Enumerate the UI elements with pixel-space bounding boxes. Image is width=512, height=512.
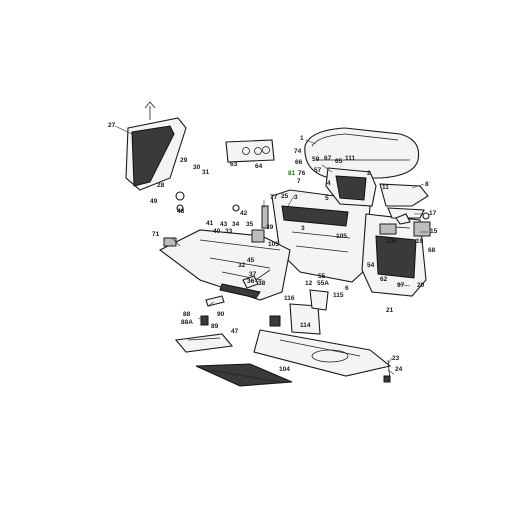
callout-66: 66	[295, 159, 303, 166]
pedal-linkage	[242, 269, 271, 289]
callout-54: 54	[367, 262, 375, 269]
callout-15: 15	[430, 228, 438, 235]
callout-88a: 88A	[181, 319, 193, 326]
callout-11: 11	[382, 184, 389, 191]
callout-81-highlighted: 81	[288, 170, 296, 177]
callout-12: 12	[305, 280, 313, 287]
callout-68: 68	[428, 247, 436, 254]
callout-49: 49	[150, 198, 158, 205]
floor-mat	[195, 363, 293, 387]
callout-57: 57	[314, 167, 322, 174]
callout-106: 106	[386, 238, 397, 245]
callout-105b: 105	[336, 233, 347, 240]
mount-bracket	[269, 289, 329, 335]
battery-plate	[174, 333, 234, 353]
callout-21: 21	[386, 307, 394, 314]
callout-labels: 1 2 3 3 4 5 6 7 8 11 12 15 17 19 20 21 2…	[108, 122, 438, 373]
callout-25: 25	[281, 193, 289, 200]
callout-39: 39	[266, 224, 274, 231]
callout-33: 33	[225, 228, 233, 235]
callout-38: 38	[258, 280, 266, 287]
callout-88: 88	[183, 311, 191, 318]
callout-4: 4	[327, 180, 331, 187]
callout-23: 23	[392, 355, 400, 362]
callout-77: 77	[270, 194, 278, 201]
callout-3b: 3	[301, 225, 305, 232]
callout-111: 111	[345, 155, 356, 162]
frame-plate	[253, 329, 392, 381]
callout-41: 41	[206, 220, 214, 227]
leader-lines	[114, 125, 428, 375]
callout-6: 6	[345, 285, 349, 292]
callout-35: 35	[246, 221, 254, 228]
callout-47: 47	[231, 328, 239, 335]
callout-105: 105	[268, 241, 279, 248]
callout-74: 74	[294, 148, 302, 155]
callout-28: 28	[157, 182, 165, 189]
callout-30: 30	[193, 164, 201, 171]
callout-59: 59	[312, 156, 320, 163]
callout-55a: 55A	[317, 280, 329, 287]
callout-48: 48	[177, 208, 185, 215]
callout-63: 63	[230, 161, 238, 168]
callout-20: 20	[417, 282, 425, 289]
callout-116: 116	[284, 295, 295, 302]
callout-97: 97	[397, 282, 405, 289]
callout-27: 27	[108, 122, 116, 129]
seat-support	[325, 167, 429, 219]
callout-71: 71	[152, 231, 160, 238]
callout-31: 31	[202, 169, 210, 176]
callout-55: 55	[318, 273, 326, 280]
callout-17: 17	[429, 210, 437, 217]
bracket-plate	[225, 139, 275, 163]
callout-7: 7	[297, 178, 301, 185]
callout-32: 32	[238, 262, 246, 269]
callout-19: 19	[416, 238, 424, 245]
callout-2: 2	[367, 170, 371, 177]
callout-114: 114	[300, 322, 311, 329]
hardware-parts	[163, 191, 430, 383]
callout-104: 104	[279, 366, 290, 373]
callout-1: 1	[300, 135, 304, 142]
callout-43: 43	[220, 221, 228, 228]
callout-8: 8	[425, 181, 429, 188]
callout-42: 42	[240, 210, 248, 217]
callout-89: 89	[211, 323, 219, 330]
callout-29: 29	[180, 157, 188, 164]
callout-34: 34	[232, 221, 240, 228]
callout-24: 24	[395, 366, 403, 373]
callout-62: 62	[380, 276, 388, 283]
callout-40: 40	[213, 228, 221, 235]
callout-65: 65	[335, 158, 343, 165]
callout-3: 3	[294, 194, 298, 201]
callout-115: 115	[333, 292, 344, 299]
hood-assembly	[361, 213, 431, 297]
steering-column	[125, 101, 187, 191]
callout-67: 67	[324, 155, 332, 162]
callout-36: 36	[247, 278, 255, 285]
callout-90: 90	[217, 311, 225, 318]
seat-assembly	[304, 127, 420, 179]
callout-64: 64	[255, 163, 263, 170]
callout-37: 37	[249, 271, 257, 278]
callout-76: 76	[298, 170, 306, 177]
callout-5: 5	[325, 195, 329, 202]
callout-45: 45	[247, 257, 255, 264]
